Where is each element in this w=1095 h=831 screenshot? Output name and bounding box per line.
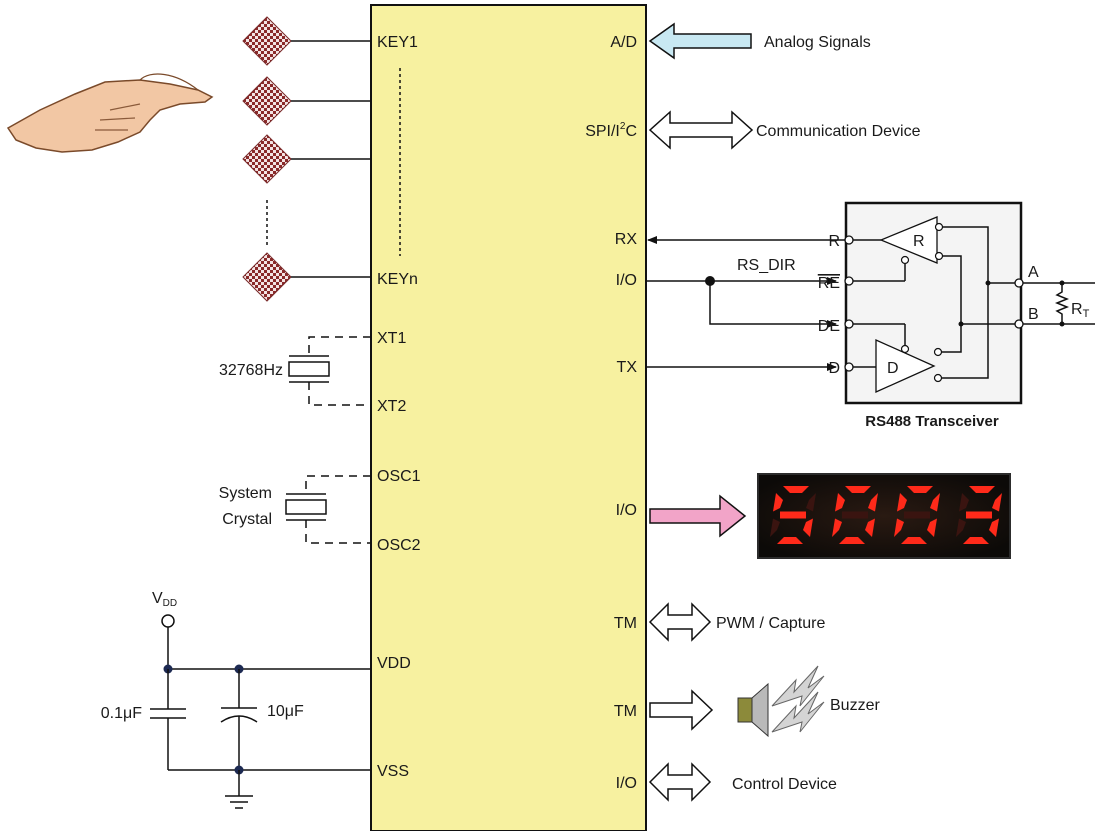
pin-keyn: KEYn	[377, 271, 418, 288]
segment-g	[904, 512, 930, 519]
receiver-label: R	[913, 233, 925, 250]
key-button	[243, 17, 291, 65]
pin-spi: SPI/I2C	[585, 121, 637, 140]
pin-io-display: I/O	[616, 502, 637, 519]
analog-input-arrow: Analog Signals	[650, 24, 871, 58]
rs485-title: RS488 Transceiver	[865, 413, 999, 430]
segment-g	[780, 512, 806, 519]
keypad-keys	[243, 17, 371, 301]
pwm-capture-label: PWM / Capture	[716, 615, 825, 632]
rs485-pin-d: D	[828, 360, 840, 377]
system-crystal-label-1: System	[219, 485, 272, 502]
sound-bolt-icon	[772, 666, 824, 732]
pin-osc1: OSC1	[377, 468, 421, 485]
crystal-32k: 32768Hz	[219, 337, 371, 405]
pin-tm-pwm: TM	[614, 615, 637, 632]
rs485-pin-b: B	[1028, 306, 1039, 323]
buzzer-label: Buzzer	[830, 697, 880, 714]
key-button	[243, 135, 291, 183]
rs485-pin-r: R	[828, 233, 840, 250]
pin-vss: VSS	[377, 763, 409, 780]
driver-label: D	[887, 360, 899, 377]
crystal-32k-label: 32768Hz	[219, 362, 283, 379]
pin-osc2: OSC2	[377, 537, 421, 554]
buzzer-group: Buzzer	[650, 666, 880, 736]
pin-io-rsdir: I/O	[616, 272, 637, 289]
comm-double-arrow: Communication Device	[650, 112, 921, 148]
vdd-label: VDD	[152, 590, 177, 609]
ground-icon	[225, 796, 253, 808]
segment-g	[842, 512, 868, 519]
control-double-arrow: Control Device	[650, 764, 837, 800]
rs485-pin-de: DE	[818, 318, 840, 335]
pin-rx: RX	[615, 231, 638, 248]
pin-ad: A/D	[610, 34, 637, 51]
comm-device-label: Communication Device	[756, 123, 921, 140]
segment-g	[966, 512, 992, 519]
rs485-pin-re: RE	[818, 275, 840, 292]
pin-tx: TX	[617, 359, 638, 376]
pin-xt1: XT1	[377, 330, 406, 347]
cap-0-1uf-label: 0.1μF	[101, 705, 142, 722]
control-device-label: Control Device	[732, 776, 837, 793]
termination-resistor-label: RT	[1071, 301, 1090, 320]
key-button	[243, 77, 291, 125]
speaker-icon	[738, 684, 768, 736]
pin-tm-buzzer: TM	[614, 703, 637, 720]
display-arrow	[650, 496, 745, 536]
rs-dir-label: RS_DIR	[737, 257, 796, 274]
cap-10uf-label: 10μF	[267, 703, 304, 720]
pointing-hand-icon	[8, 74, 212, 152]
pwm-double-arrow: PWM / Capture	[650, 604, 825, 640]
system-crystal-label-2: Crystal	[222, 511, 272, 528]
rs485-pin-a: A	[1028, 264, 1039, 281]
key-button	[243, 253, 291, 301]
system-crystal: System Crystal	[219, 476, 371, 543]
power-section: VDD 0.1μF 10μF	[101, 590, 371, 808]
analog-signals-label: Analog Signals	[764, 34, 871, 51]
rs485-transceiver: RS_DIR R RE DE D R D	[646, 203, 1095, 430]
pin-xt2: XT2	[377, 398, 406, 415]
vdd-terminal	[162, 615, 174, 627]
pin-key1: KEY1	[377, 34, 418, 51]
pin-io-control: I/O	[616, 775, 637, 792]
seven-segment-display	[758, 474, 1010, 558]
pin-vdd: VDD	[377, 655, 411, 672]
